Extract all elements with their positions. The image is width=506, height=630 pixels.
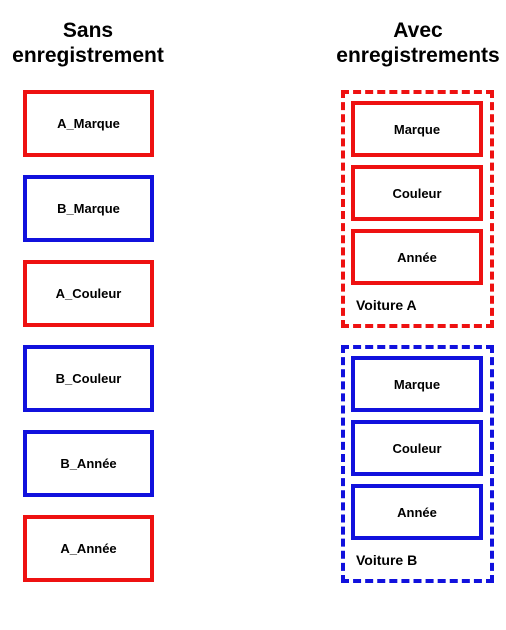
record-group-label: Voiture A xyxy=(356,297,417,313)
left-title-line2: enregistrement xyxy=(12,44,164,67)
record-field-label: Marque xyxy=(393,121,441,137)
record-group-voiture-b xyxy=(341,345,494,583)
record-field-couleur: Couleur xyxy=(351,165,483,221)
variable-box-label: B_Année xyxy=(60,456,117,471)
right-title-line2: enregistrements xyxy=(336,44,500,67)
variable-box-label: B_Marque xyxy=(57,201,120,216)
variable-box-label: A_Marque xyxy=(57,116,120,131)
record-field-couleur: Couleur xyxy=(351,420,483,476)
left-title-line1: Sans xyxy=(62,19,114,42)
record-field-marque: Marque xyxy=(351,356,483,412)
variable-box-a-marque: A_Marque xyxy=(23,90,154,157)
record-group-voiture-a xyxy=(341,90,494,328)
right-title-line1: Avec xyxy=(393,19,443,42)
left-column-title: Sans enregistrement xyxy=(0,18,176,68)
record-field-label: Année xyxy=(397,504,437,520)
variable-box-b-couleur: B_Couleur xyxy=(23,345,154,412)
variable-box-a-annee: A_Année xyxy=(23,515,154,582)
variable-box-label: B_Couleur xyxy=(55,371,122,386)
variable-box-b-annee: B_Année xyxy=(23,430,154,497)
record-field-label: Année xyxy=(397,249,437,265)
variable-box-b-marque: B_Marque xyxy=(23,175,154,242)
record-field-annee: Année xyxy=(351,229,483,285)
record-group-label: Voiture B xyxy=(356,552,418,568)
record-field-marque: Marque xyxy=(351,101,483,157)
variable-box-a-couleur: A_Couleur xyxy=(23,260,154,327)
variable-box-label: A_Couleur xyxy=(55,286,122,301)
record-field-label: Marque xyxy=(393,376,441,392)
variable-box-label: A_Année xyxy=(60,541,117,556)
record-field-label: Couleur xyxy=(392,440,442,456)
record-field-label: Couleur xyxy=(392,185,442,201)
record-field-annee: Année xyxy=(351,484,483,540)
right-column-title: Avec enregistrements xyxy=(330,18,506,68)
